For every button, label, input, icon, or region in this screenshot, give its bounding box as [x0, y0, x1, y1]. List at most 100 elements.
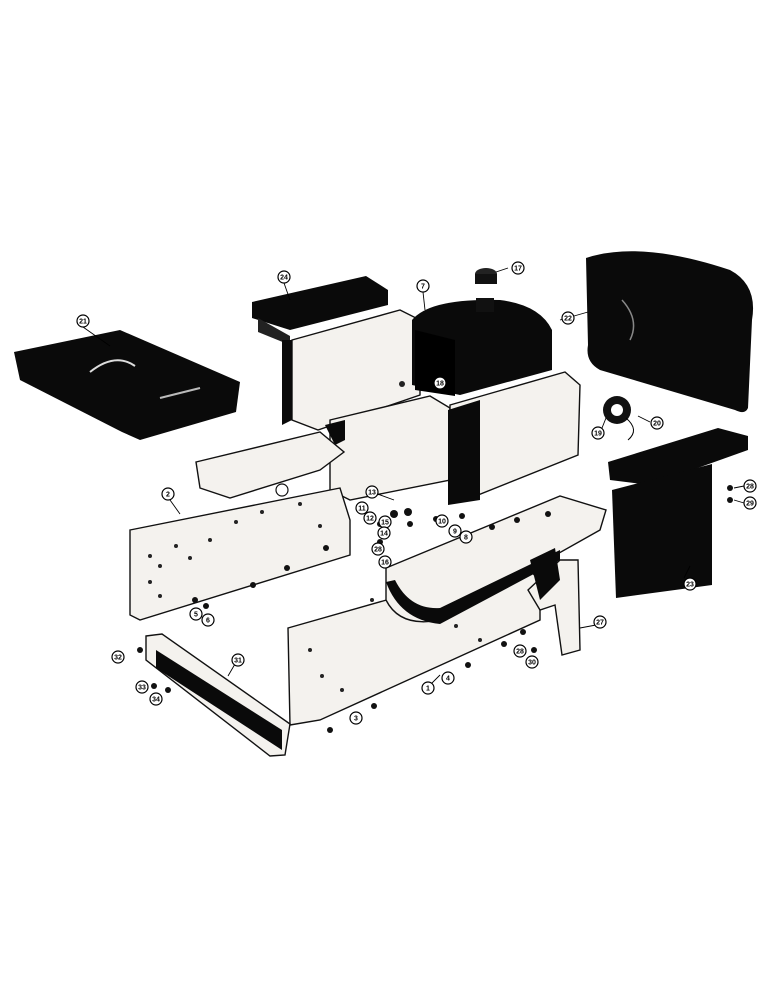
callout-circle [459, 530, 473, 544]
callout-c8: 20 [650, 416, 664, 430]
callout-circle [650, 416, 664, 430]
callout-number: 10 [438, 519, 446, 526]
callout-circle [201, 613, 215, 627]
callout-c33: 4 [441, 671, 455, 685]
callout-c20: 5 [189, 607, 203, 621]
callout-c26: 28 [513, 644, 527, 658]
callout-c15: 10 [435, 514, 449, 528]
callout-c30: 33 [135, 680, 149, 694]
callout-circle [378, 555, 392, 569]
callout-number: 4 [446, 676, 450, 683]
callout-c11: 11 [355, 501, 369, 515]
callout-number: 18 [436, 381, 444, 388]
callout-number: 32 [114, 655, 122, 662]
callout-number: 11 [358, 506, 366, 513]
callout-circle [511, 261, 525, 275]
callout-number: 28 [374, 547, 382, 554]
seat-back-cushion [586, 251, 754, 413]
callout-number: 17 [514, 266, 522, 273]
callout-c27: 30 [525, 655, 539, 669]
callout-c17: 8 [459, 530, 473, 544]
callout-c29: 31 [231, 653, 245, 667]
callout-c21: 6 [201, 613, 215, 627]
callout-circle [743, 496, 757, 510]
callout-circle [371, 542, 385, 556]
callout-circle [421, 681, 435, 695]
callout-number: 24 [280, 275, 288, 282]
callout-circle [441, 671, 455, 685]
callout-c16: 9 [448, 524, 462, 538]
callout-c9: 2 [161, 487, 175, 501]
callout-c3: 7 [416, 279, 430, 293]
callout-circle [76, 314, 90, 328]
callout-c18: 28 [371, 542, 385, 556]
callout-number: 34 [152, 697, 160, 704]
callout-number: 2 [166, 492, 170, 499]
callout-number: 23 [686, 582, 694, 589]
callout-circle [435, 514, 449, 528]
callout-circle [365, 485, 379, 499]
callout-number: 7 [421, 284, 425, 291]
callout-c1: 21 [76, 314, 90, 328]
callout-number: 15 [381, 520, 389, 527]
callout-number: 5 [194, 612, 198, 619]
callout-number: 28 [516, 649, 524, 656]
seat-frame [325, 371, 581, 505]
callout-c4: 17 [511, 261, 525, 275]
callout-circle [561, 311, 575, 325]
callout-circle [525, 655, 539, 669]
callout-circle [349, 711, 363, 725]
callout-circle [363, 511, 377, 525]
callout-c7: 19 [591, 426, 605, 440]
callout-c12: 12 [363, 511, 377, 525]
seat-cushion [14, 330, 240, 440]
fuel-tank [412, 268, 552, 396]
callout-number: 14 [380, 531, 388, 538]
callout-c2: 24 [277, 270, 291, 284]
callout-number: 21 [79, 319, 87, 326]
left-armrest [252, 276, 388, 345]
callout-circle [591, 426, 605, 440]
callout-c22: 28 [743, 479, 757, 493]
lamp [603, 396, 634, 441]
callout-c24: 23 [683, 577, 697, 591]
callout-number: 31 [234, 658, 242, 665]
left-side-panel [129, 487, 351, 621]
callout-circle [593, 615, 607, 629]
callout-circle [448, 524, 462, 538]
callout-c31: 34 [149, 692, 163, 706]
callout-number: 8 [464, 535, 468, 542]
callout-circle [377, 526, 391, 540]
callout-circle [111, 650, 125, 664]
callout-number: 33 [138, 685, 146, 692]
leader-lines [82, 267, 745, 686]
callout-circle [135, 680, 149, 694]
callout-c5: 22 [561, 311, 575, 325]
callout-circle [433, 376, 447, 390]
callout-number: 16 [381, 560, 389, 567]
callout-c10: 13 [365, 485, 379, 499]
callout-c19: 16 [378, 555, 392, 569]
callout-c34: 3 [349, 711, 363, 725]
callout-circle [161, 487, 175, 501]
callout-c28: 32 [111, 650, 125, 664]
callout-number: 20 [653, 421, 661, 428]
floor-plate [195, 431, 346, 499]
callout-number: 9 [453, 529, 457, 536]
step-plate [385, 495, 607, 624]
callout-number: 12 [366, 516, 374, 523]
callout-number: 28 [746, 484, 754, 491]
callout-circle [683, 577, 697, 591]
callout-circle [231, 653, 245, 667]
bracket [527, 548, 581, 656]
callout-number: 3 [354, 716, 358, 723]
callout-c23: 29 [743, 496, 757, 510]
callout-c32: 1 [421, 681, 435, 695]
callout-circle [277, 270, 291, 284]
callout-number: 22 [564, 316, 572, 323]
callout-circle [149, 692, 163, 706]
callout-circle [743, 479, 757, 493]
bar [145, 633, 291, 757]
